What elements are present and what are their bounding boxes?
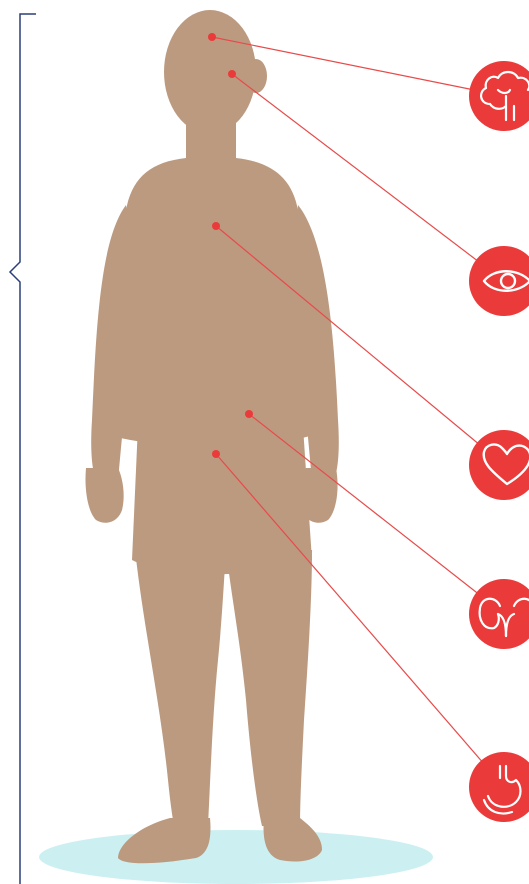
- anchor-dot-stomach: [212, 450, 220, 458]
- organ-badge-kidneys[interactable]: [469, 579, 529, 649]
- human-silhouette: [85, 10, 338, 863]
- organ-badge-brain[interactable]: [469, 61, 529, 131]
- anchor-dot-heart: [212, 222, 220, 230]
- organ-badge-eye[interactable]: [469, 246, 529, 316]
- anchor-dot-brain: [208, 33, 216, 41]
- organ-badge-heart[interactable]: [469, 430, 529, 500]
- left-bracket: [10, 14, 36, 884]
- anchor-dot-kidneys: [245, 410, 253, 418]
- floor-shadow: [39, 830, 433, 884]
- anchor-dot-eye: [228, 70, 236, 78]
- organ-badge-stomach[interactable]: [469, 752, 529, 822]
